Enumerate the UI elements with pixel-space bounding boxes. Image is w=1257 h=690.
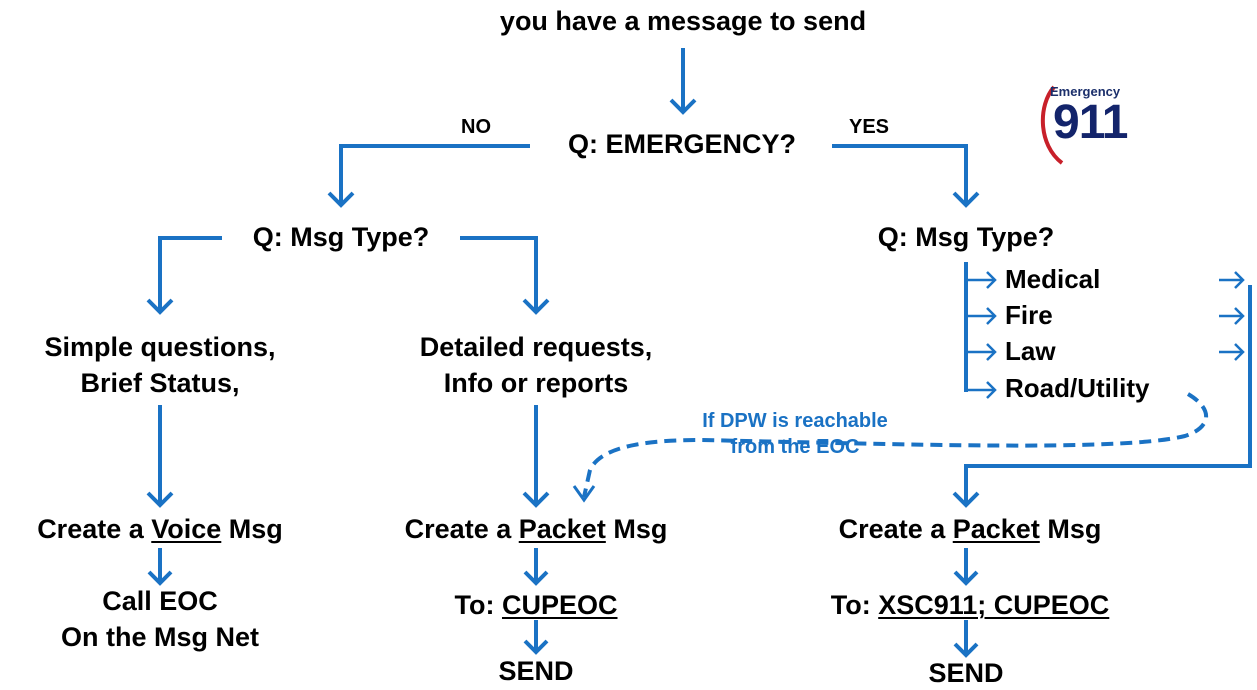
create-packet-msg-left: Create a Packet Msg <box>404 514 668 544</box>
create-packet-msg-right: Create a Packet Msg <box>838 514 1102 544</box>
no-label: NO <box>461 116 491 138</box>
simple-questions-line-2: Brief Status, <box>80 368 240 398</box>
detailed-requests-line-1: Detailed requests, <box>419 332 653 362</box>
send-right: SEND <box>928 658 1004 688</box>
create-voice-msg: Create a Voice Msg <box>37 514 283 544</box>
category-fire: Fire <box>1005 300 1053 330</box>
dpw-dashed-path <box>582 392 1209 498</box>
emergency-question: Q: EMERGENCY? <box>567 129 797 159</box>
detailed-requests-line-2: Info or reports <box>443 368 629 398</box>
arrow-emergency-to-packet <box>964 285 1252 505</box>
call-eoc-line-1: Call EOC <box>102 586 218 616</box>
category-road-utility: Road/Utility <box>1005 373 1150 403</box>
simple-questions-line-1: Simple questions, <box>44 332 276 362</box>
yes-label: YES <box>849 116 890 138</box>
category-medical: Medical <box>1005 264 1101 294</box>
call-eoc-line-2: On the Msg Net <box>60 622 260 652</box>
start-node: you have a message to send <box>499 6 867 36</box>
to-cupeoc: To: CUPEOC <box>454 590 618 620</box>
msg-type-question-left: Q: Msg Type? <box>252 222 430 252</box>
logo-swoosh-icon <box>1040 85 1064 165</box>
dpw-note-line-1: If DPW is reachable <box>702 410 888 432</box>
send-left: SEND <box>498 656 574 686</box>
arrow-to-simple <box>158 236 222 312</box>
to-xsc911-cupeoc: To: XSC911; CUPEOC <box>830 590 1110 620</box>
msg-type-question-right: Q: Msg Type? <box>877 222 1055 252</box>
arrow-yes-branch <box>832 144 968 205</box>
dpw-note-line-2: from the EOC <box>730 436 860 458</box>
logo-emergency-text: Emergency <box>1050 84 1121 99</box>
arrow-to-detailed <box>460 236 538 312</box>
category-law: Law <box>1005 336 1056 366</box>
logo-number: 911 <box>1053 96 1128 149</box>
arrow-no-branch <box>339 144 530 205</box>
emergency-911-logo: Emergency 911 <box>1040 75 1158 167</box>
